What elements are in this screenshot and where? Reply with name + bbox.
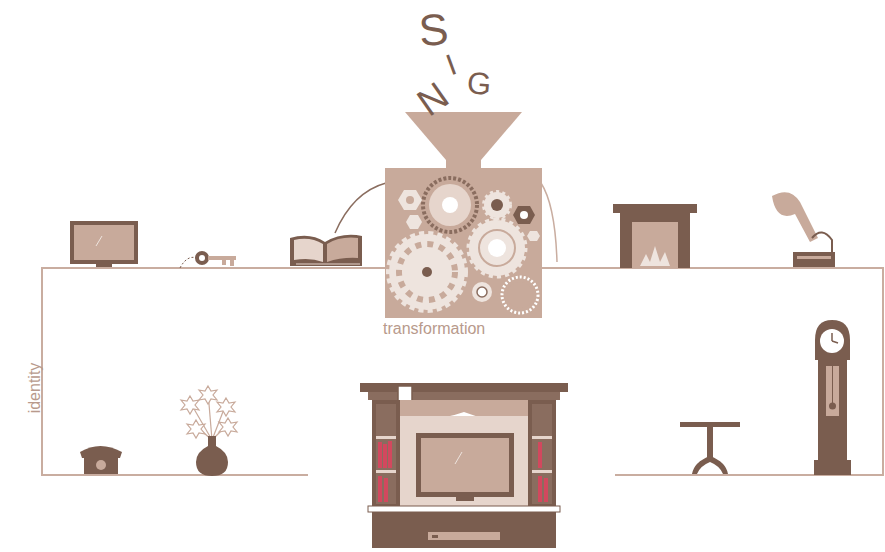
key-icon: [180, 251, 236, 268]
sign-letter: S: [417, 7, 450, 53]
tv-icon: [70, 221, 138, 267]
vase-icon: [181, 386, 237, 476]
telephone-icon: [80, 446, 122, 474]
table-icon: [680, 422, 740, 474]
sign-letter: I: [442, 49, 460, 80]
book-icon: [290, 235, 362, 266]
cable: [335, 183, 386, 233]
node-text: transformation: [383, 321, 485, 337]
clock-icon: [814, 320, 851, 475]
cabinet-icon: [360, 383, 568, 548]
sign-letter: N: [411, 76, 455, 123]
cable: [541, 183, 557, 262]
fireplace-icon: [613, 204, 697, 268]
machine-box: transformation: [385, 168, 542, 318]
sign-letter: G: [466, 67, 493, 100]
axis-label: identity: [27, 353, 43, 423]
funnel: [405, 112, 522, 160]
gramophone-icon: [772, 192, 835, 267]
